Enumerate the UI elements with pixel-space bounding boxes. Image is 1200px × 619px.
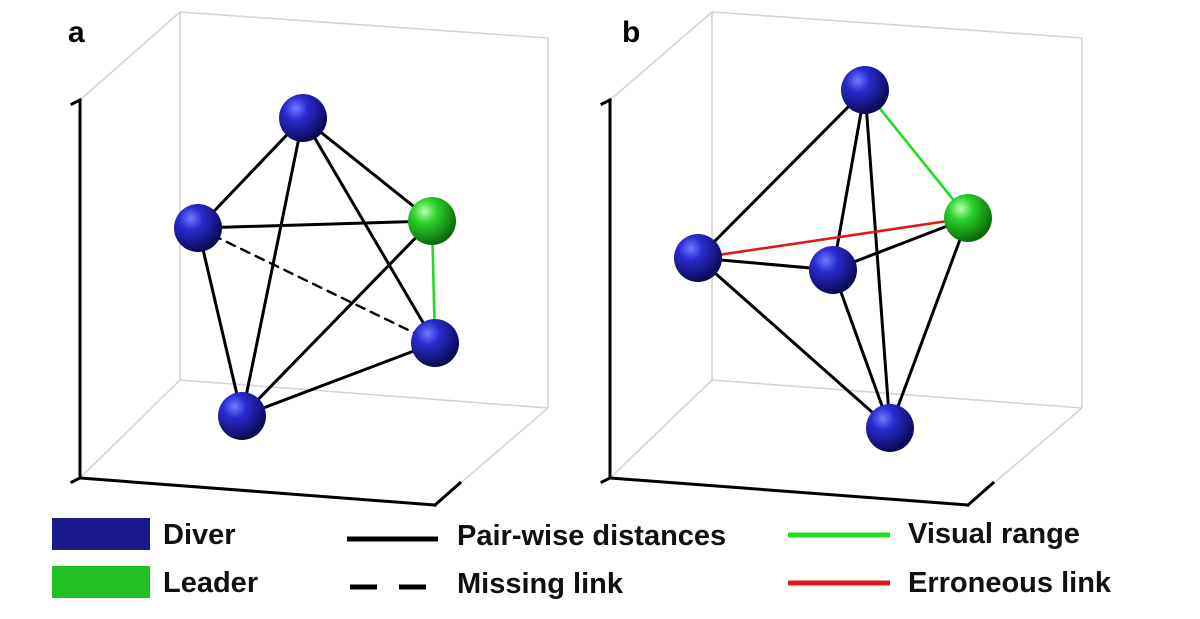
diver-node [174,204,222,252]
legend-missing: Missing link [350,568,624,600]
pairwise-edge [196,116,305,230]
legend-erroneous-label: Erroneous link [908,567,1112,599]
panel-b-edges [696,88,970,430]
legend-visual: Visual range [788,518,1080,550]
legend-leader-label: Leader [163,567,258,599]
panel-a-axes [69,97,463,508]
pairwise-edge [696,256,892,430]
panel-b-axes [599,97,996,508]
pairwise-edge [301,116,434,223]
panel-b-label: b [622,16,640,49]
pairwise-edge [696,88,867,260]
pairwise-edge [240,219,434,418]
diver-node [674,234,722,282]
panel-a-label: a [68,16,85,49]
visual-range-edge [863,88,970,220]
diver-node [218,392,266,440]
panel-a-box [79,11,549,506]
pairwise-edge [196,219,434,230]
diver-node [866,404,914,452]
legend-pairwise-label: Pair-wise distances [457,520,726,552]
panel-a-edges [196,116,437,418]
pairwise-edge [888,216,970,430]
diver-swatch [52,518,150,550]
legend-erroneous: Erroneous link [788,567,1112,599]
erroneous-link-edge [696,216,970,260]
panel-b-nodes [674,66,992,452]
leader-node [408,197,456,245]
legend-diver-label: Diver [163,519,236,551]
pairwise-edge [196,226,244,418]
panel-a: a [68,11,549,508]
legend-pairwise: Pair-wise distances [347,520,726,552]
pairwise-edge [831,268,892,430]
leader-node [944,194,992,242]
pairwise-edge [831,88,867,272]
panel-b: b [599,11,1083,508]
missing-link-edge [196,226,437,345]
legend-visual-label: Visual range [908,518,1080,550]
pairwise-edge [240,341,437,418]
panel-a-nodes [174,94,459,440]
pairwise-edge [301,116,437,345]
leader-swatch [52,566,150,598]
legend-missing-label: Missing link [457,568,624,600]
diver-node [411,319,459,367]
diver-node [279,94,327,142]
pairwise-edge [240,116,305,418]
pairwise-edge [863,88,892,430]
legend: Diver Leader Pair-wise distances Missing… [52,518,1112,600]
legend-diver: Diver [52,518,236,551]
diver-node [809,246,857,294]
pairwise-edge [831,216,970,272]
diver-node [841,66,889,114]
legend-leader: Leader [52,566,258,599]
